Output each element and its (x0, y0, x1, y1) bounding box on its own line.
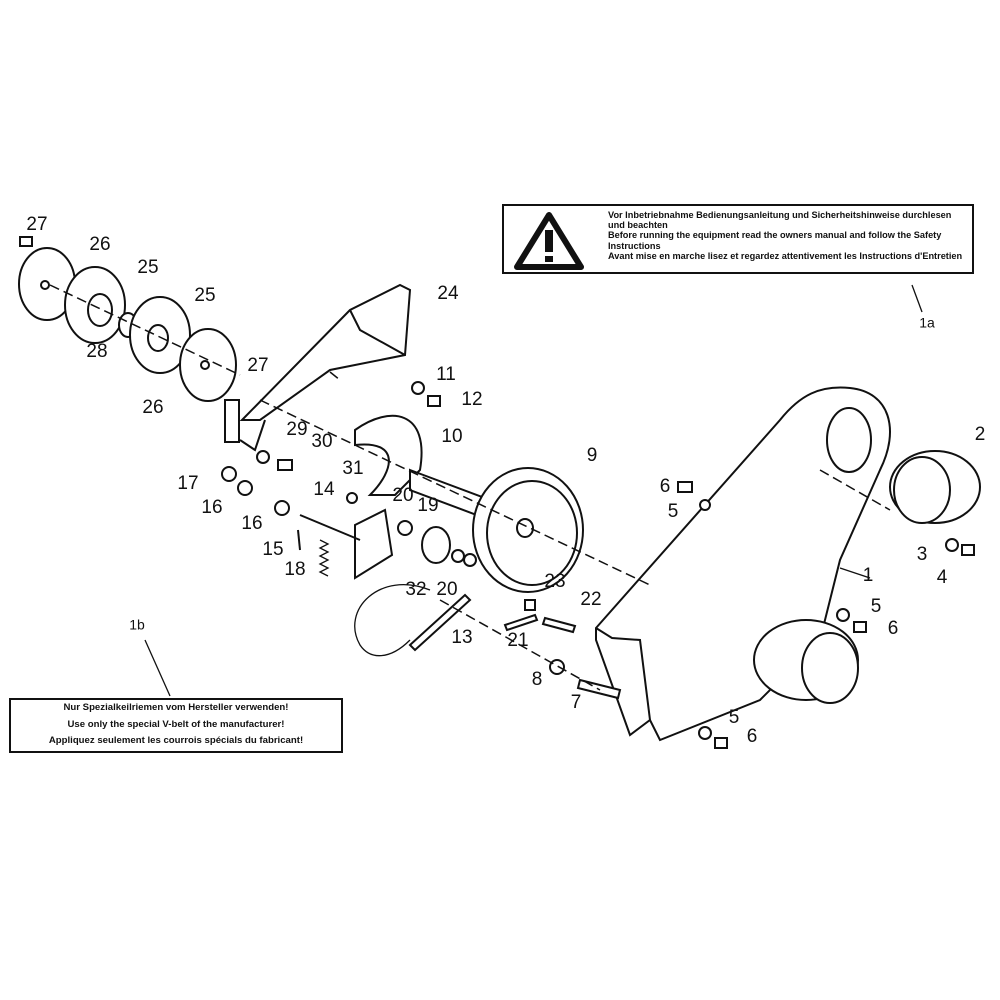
callout-27: 27 (247, 355, 268, 376)
belt-warning-en: Use only the special V-belt of the manuf… (67, 718, 285, 730)
spring-part-18 (318, 539, 330, 577)
callout-10: 10 (441, 426, 462, 447)
callout-1: 1 (863, 565, 874, 586)
callout-28: 28 (86, 341, 107, 362)
warning-triangle-icon (514, 212, 584, 270)
callout-14: 14 (313, 479, 335, 500)
callout-4: 4 (937, 567, 948, 588)
callout-9: 9 (587, 445, 598, 466)
safety-warning-label-1a: Vor Inbetriebnahme Bedienungsanleitung u… (502, 204, 974, 274)
frame-part-1 (595, 386, 891, 742)
callout-8: 8 (532, 669, 543, 690)
callout-27: 27 (26, 214, 47, 235)
callout-5: 5 (871, 596, 882, 617)
callout-17: 17 (177, 473, 198, 494)
callout-18: 18 (284, 559, 305, 580)
callout-24: 24 (437, 283, 459, 304)
assembly-axes (49, 284, 891, 691)
belt-warning-de: Nur Spezialkeilriemen vom Hersteller ver… (63, 702, 289, 713)
leader-lines (144, 284, 923, 697)
shaft-part-14 (299, 514, 361, 541)
warning-text-de: Vor Inbetriebnahme Bedienungsanleitung u… (608, 210, 952, 231)
callout-1b: 1b (129, 617, 145, 633)
tensioner-plate (354, 508, 394, 580)
callout-20: 20 (392, 485, 413, 506)
callout-6: 6 (660, 476, 671, 497)
bracket-part-24 (224, 283, 412, 452)
callout-11: 11 (436, 364, 456, 385)
callout-32: 32 (405, 579, 426, 600)
belt-warning-label-1b: Nur Spezialkeilriemen vom Hersteller ver… (9, 698, 343, 753)
callout-21: 21 (507, 630, 528, 651)
callout-31: 31 (342, 458, 363, 479)
callout-26: 26 (89, 234, 110, 255)
callout-5: 5 (729, 707, 740, 728)
callout-16: 16 (201, 497, 222, 518)
callout-12: 12 (461, 389, 482, 410)
callout-6: 6 (747, 726, 758, 747)
belt-warning-fr: Appliquez seulement les courrois spécial… (48, 735, 304, 746)
callout-29: 29 (286, 419, 307, 440)
callout-23: 23 (544, 571, 565, 592)
callout-25: 25 (137, 257, 158, 278)
callout-3: 3 (917, 544, 928, 565)
callout-6: 6 (888, 618, 899, 639)
callout-19: 19 (417, 495, 438, 516)
callout-13: 13 (451, 627, 472, 648)
idler-part-19 (421, 526, 451, 564)
callout-26: 26 (142, 397, 163, 418)
callout-2: 2 (975, 424, 986, 445)
callout-25: 25 (194, 285, 215, 306)
callout-22: 22 (580, 589, 601, 610)
callout-30: 30 (311, 431, 332, 452)
belt-guard-part-10 (354, 414, 423, 496)
warning-text-fr: Avant mise en marche lisez et regardez a… (608, 250, 963, 261)
callout-20: 20 (436, 579, 457, 600)
callout-7: 7 (571, 692, 582, 713)
hub-disks (18, 247, 237, 402)
callout-5: 5 (668, 501, 679, 522)
warning-text-en: Before running the equipment read the ow… (608, 230, 942, 251)
callout-16: 16 (241, 513, 262, 534)
belt-part-13 (354, 584, 431, 657)
callout-labels: 27 26 25 25 28 27 26 24 11 12 10 29 30 9… (26, 214, 985, 747)
callout-15: 15 (262, 539, 283, 560)
cap-part-2 (889, 450, 981, 524)
callout-1a: 1a (919, 315, 935, 331)
